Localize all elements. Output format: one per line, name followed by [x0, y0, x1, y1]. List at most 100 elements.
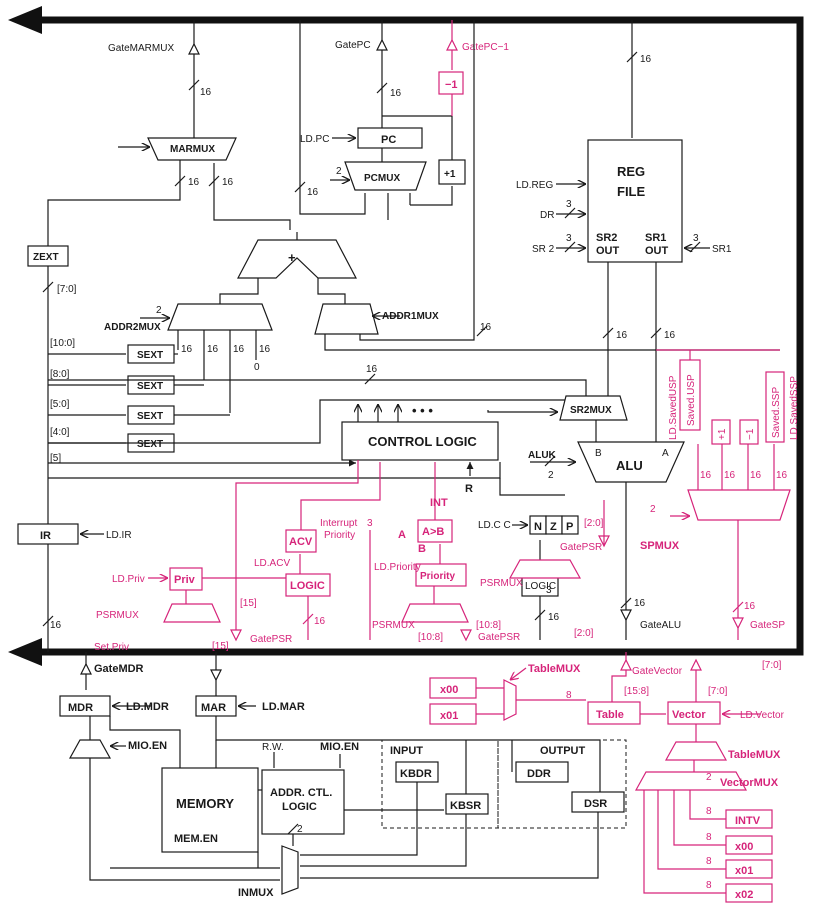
svg-text:[4:0]: [4:0]: [50, 427, 70, 438]
svg-text:VectorMUX: VectorMUX: [720, 777, 779, 789]
svg-text:GateSP: GateSP: [750, 620, 785, 631]
svg-text:16: 16: [366, 364, 378, 375]
svg-text:16: 16: [776, 470, 788, 481]
alu: ALU B A ALUK 2 GateALU 16: [528, 441, 685, 640]
svg-text:LD.REG: LD.REG: [516, 180, 553, 191]
svg-text:[10:0]: [10:0]: [50, 338, 75, 349]
svg-text:LD.Vector: LD.Vector: [740, 710, 785, 721]
svg-text:[7:0]: [7:0]: [708, 686, 728, 697]
mar: MAR LD.MAR: [195, 652, 601, 792]
svg-text:REG: REG: [617, 164, 645, 179]
svg-text:SEXT: SEXT: [137, 411, 163, 422]
marmux: MARMUX 16 16: [47, 137, 291, 475]
svg-text:SPMUX: SPMUX: [640, 540, 680, 552]
svg-text:LD.Priority: LD.Priority: [374, 562, 421, 573]
svg-text:GatePC−1: GatePC−1: [462, 42, 509, 53]
pc-register: PC LD.PC: [300, 127, 423, 162]
svg-text:16: 16: [700, 470, 712, 481]
svg-text:DDR: DDR: [527, 768, 551, 780]
svg-text:2: 2: [548, 470, 554, 481]
svg-text:+1: +1: [444, 169, 456, 180]
svg-text:SEXT: SEXT: [137, 350, 163, 361]
svg-text:SR2MUX: SR2MUX: [570, 405, 612, 416]
svg-text:A: A: [398, 529, 406, 541]
svg-text:x00: x00: [735, 841, 753, 853]
svg-text:GateMARMUX: GateMARMUX: [108, 43, 174, 54]
svg-text:KBDR: KBDR: [400, 768, 432, 780]
svg-text:[7:0]: [7:0]: [762, 660, 782, 671]
svg-text:GateVector: GateVector: [632, 666, 683, 677]
svg-text:16: 16: [188, 177, 200, 188]
svg-text:[10:8]: [10:8]: [418, 632, 443, 643]
svg-text:INMUX: INMUX: [238, 887, 274, 899]
svg-text:DR: DR: [540, 210, 554, 221]
svg-text:8: 8: [706, 856, 712, 867]
svg-text:Interrupt: Interrupt: [320, 518, 357, 529]
regfile: 16 REG FILE SR2 OUT SR1 OUT LD.REG DR 3 …: [516, 20, 732, 452]
svg-text:MARMUX: MARMUX: [170, 144, 215, 155]
svg-text:Priv: Priv: [174, 574, 196, 586]
gate-pc: GatePC 16: [335, 20, 452, 130]
svg-text:OUT: OUT: [645, 245, 669, 257]
svg-text:LD.Priv: LD.Priv: [112, 574, 145, 585]
svg-text:• • •: • • •: [412, 403, 433, 418]
svg-text:ALUK: ALUK: [528, 450, 557, 461]
svg-text:[10:8]: [10:8]: [476, 620, 501, 631]
stack-pointer-logic: Saved.USP LD.SavedUSP +1 −1 Saved.SSP LD…: [640, 349, 800, 640]
svg-text:PCMUX: PCMUX: [364, 173, 400, 184]
interrupt-logic: Interrupt Priority 3 A>B A B INT Priorit…: [320, 462, 520, 643]
svg-text:8: 8: [706, 880, 712, 891]
svg-text:SR1: SR1: [645, 232, 666, 244]
interrupt-vector: x00 x01 TableMUX Table 8 GateVector [15:…: [429, 652, 785, 903]
io-registers: INPUT OUTPUT KBDR KBSR DDR DSR: [344, 739, 627, 829]
svg-text:16: 16: [616, 330, 628, 341]
pcmux: PCMUX 2 16: [294, 20, 453, 220]
svg-text:LOGIC: LOGIC: [525, 581, 556, 592]
svg-text:LD.ACV: LD.ACV: [254, 558, 290, 569]
svg-text:8: 8: [706, 832, 712, 843]
svg-text:0: 0: [254, 362, 260, 373]
svg-text:16: 16: [664, 330, 676, 341]
svg-text:2: 2: [706, 772, 712, 783]
sr2mux: SR2MUX 16: [48, 364, 628, 442]
main-bus: [8, 6, 804, 666]
control-logic: CONTROL LOGIC • • • R: [48, 403, 565, 496]
svg-text:ADDR. CTL.: ADDR. CTL.: [270, 787, 332, 799]
svg-text:+1: +1: [717, 428, 728, 440]
svg-text:16: 16: [640, 54, 652, 65]
svg-text:SR2: SR2: [596, 232, 617, 244]
addr1mux: ADDR1MUX 16: [314, 20, 780, 351]
svg-text:GateALU: GateALU: [640, 620, 681, 631]
svg-text:16: 16: [634, 598, 646, 609]
svg-text:2: 2: [650, 504, 656, 515]
svg-text:FILE: FILE: [617, 184, 645, 199]
svg-text:−1: −1: [745, 428, 756, 440]
svg-text:ACV: ACV: [289, 536, 313, 548]
svg-text:16: 16: [744, 601, 756, 612]
memory: MEMORY MEM.EN ADDR. CTL. LOGIC R.W. MIO.…: [161, 741, 359, 853]
svg-text:LD.MDR: LD.MDR: [126, 701, 169, 713]
svg-text:16: 16: [259, 344, 271, 355]
svg-text:A>B: A>B: [422, 526, 444, 538]
svg-text:B: B: [418, 543, 426, 555]
svg-text:x00: x00: [440, 684, 458, 696]
svg-text:3: 3: [566, 233, 572, 244]
svg-text:MAR: MAR: [201, 702, 226, 714]
svg-text:Saved.SSP: Saved.SSP: [771, 387, 782, 438]
svg-text:16: 16: [314, 616, 326, 627]
svg-text:+: +: [288, 250, 296, 265]
svg-text:16: 16: [480, 322, 492, 333]
gate-pc-minus1: GatePC−1 −1 +1: [438, 20, 509, 185]
svg-text:PSRMUX: PSRMUX: [96, 610, 139, 621]
svg-text:MEM.EN: MEM.EN: [174, 833, 218, 845]
svg-text:[2:0]: [2:0]: [584, 518, 604, 529]
sext-units: SEXT SEXT SEXT SEXT [10:0] [8:0] [5:0] […: [48, 338, 580, 464]
svg-text:[8:0]: [8:0]: [50, 369, 70, 380]
svg-text:LD.MAR: LD.MAR: [262, 701, 305, 713]
svg-text:3: 3: [367, 518, 373, 529]
svg-text:ADDR1MUX: ADDR1MUX: [382, 311, 439, 322]
svg-text:16: 16: [724, 470, 736, 481]
svg-text:B: B: [595, 448, 602, 459]
svg-text:−1: −1: [445, 79, 458, 91]
